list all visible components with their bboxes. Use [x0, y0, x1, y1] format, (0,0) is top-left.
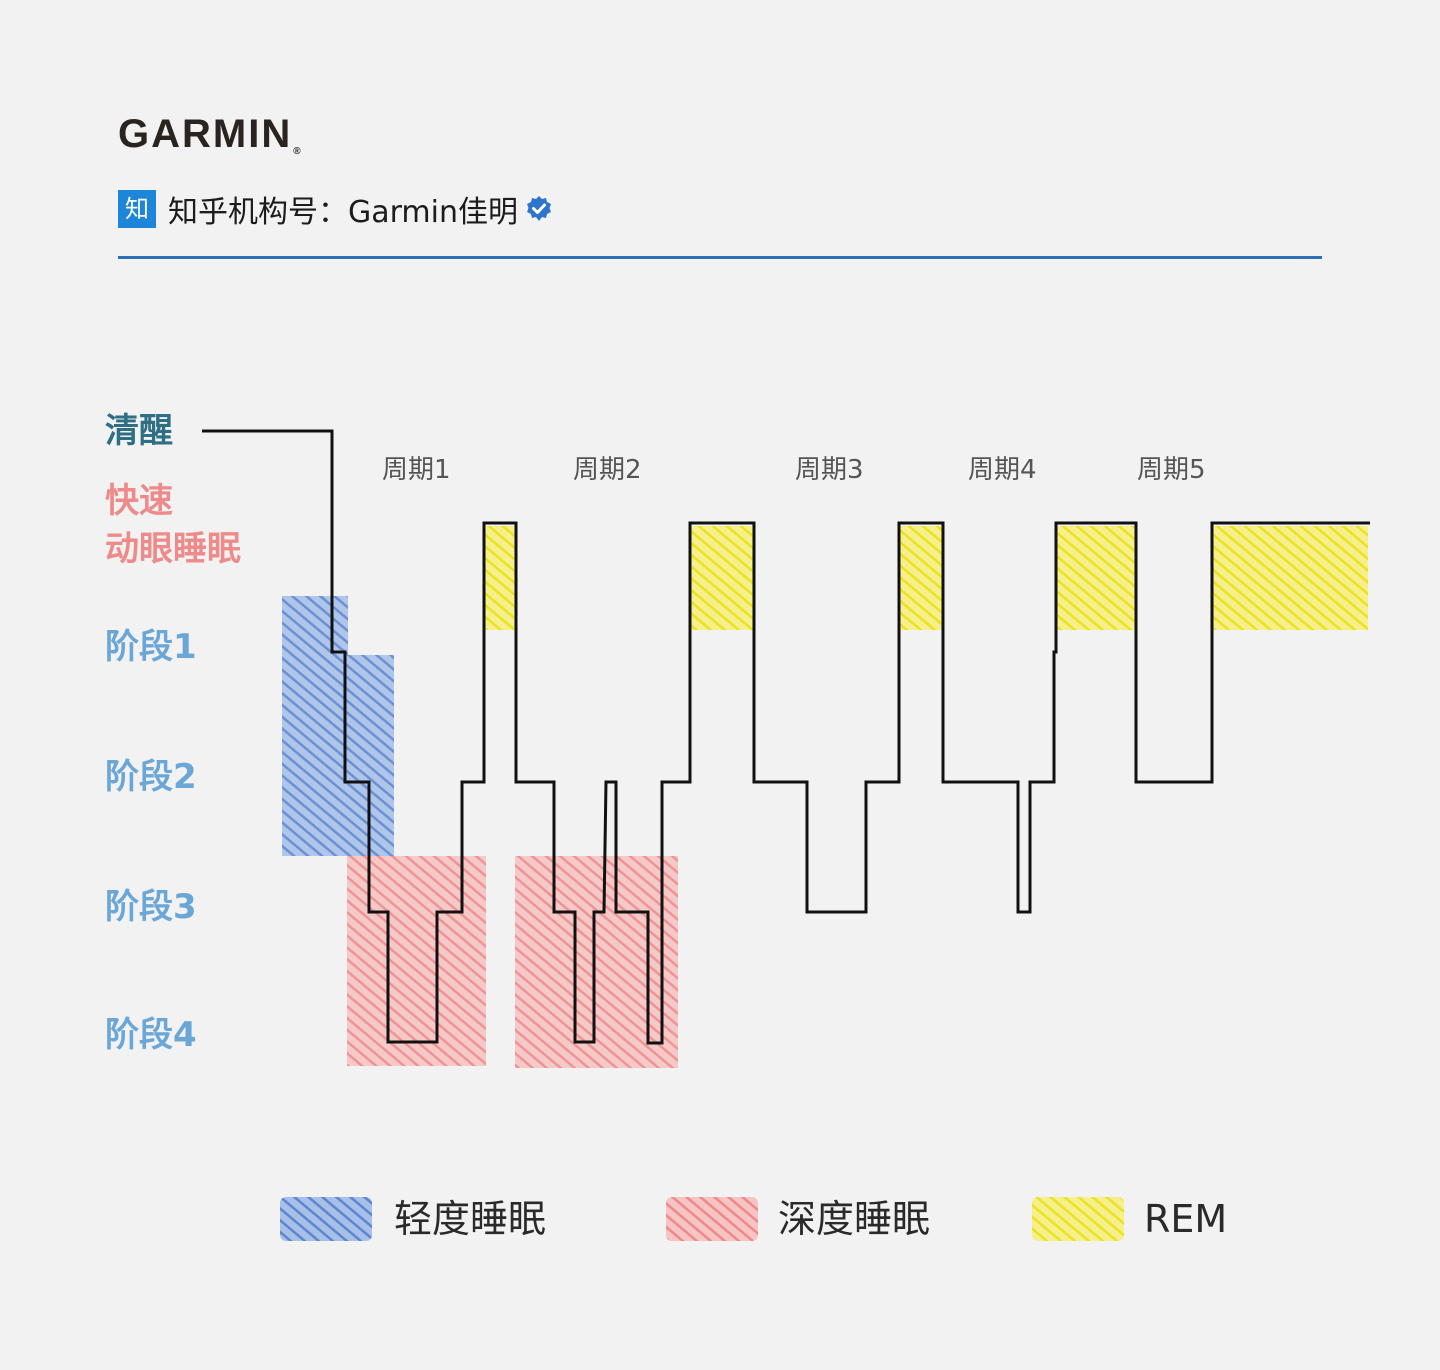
rem-region-1 [484, 526, 516, 630]
zhihu-badge-icon: 知 [118, 190, 156, 228]
legend-light-swatch [280, 1197, 372, 1241]
rem-region-3 [899, 526, 943, 630]
light-sleep-region [282, 596, 394, 856]
hypnogram-line [202, 429, 1370, 1045]
label-stage4: 阶段4 [105, 1015, 197, 1055]
label-rem-line1: 快速 [105, 481, 173, 521]
legend-rem-label: REM [1144, 1197, 1227, 1241]
rem-region-5 [1212, 526, 1368, 630]
rem-region-2 [690, 526, 754, 630]
header-divider [118, 256, 1322, 259]
legend-rem-swatch [1032, 1197, 1124, 1241]
legend-light-label: 轻度睡眠 [394, 1197, 546, 1241]
deep-sleep-region-1 [347, 856, 486, 1066]
account-line: 知 知乎机构号：Garmin佳明 [118, 190, 554, 230]
cycle-label-1: 周期1 [382, 455, 451, 485]
legend-deep-label: 深度睡眠 [778, 1197, 930, 1241]
account-name: 知乎机构号：Garmin佳明 [168, 195, 519, 230]
deep-sleep-region-2 [515, 856, 678, 1068]
verified-badge-icon [527, 196, 552, 221]
rem-region-4 [1056, 526, 1136, 630]
cycle-label-4: 周期4 [968, 455, 1037, 485]
label-stage1: 阶段1 [105, 627, 197, 667]
label-rem-line2: 动眼睡眠 [105, 529, 241, 569]
garmin-logo: GARMIN® [118, 112, 301, 157]
label-awake: 清醒 [105, 411, 173, 451]
cycle-label-3: 周期3 [795, 455, 864, 485]
cycle-label-2: 周期2 [573, 455, 642, 485]
legend-deep-swatch [666, 1197, 758, 1241]
label-stage3: 阶段3 [105, 887, 197, 927]
label-stage2: 阶段2 [105, 757, 197, 797]
cycle-label-5: 周期5 [1137, 455, 1206, 485]
